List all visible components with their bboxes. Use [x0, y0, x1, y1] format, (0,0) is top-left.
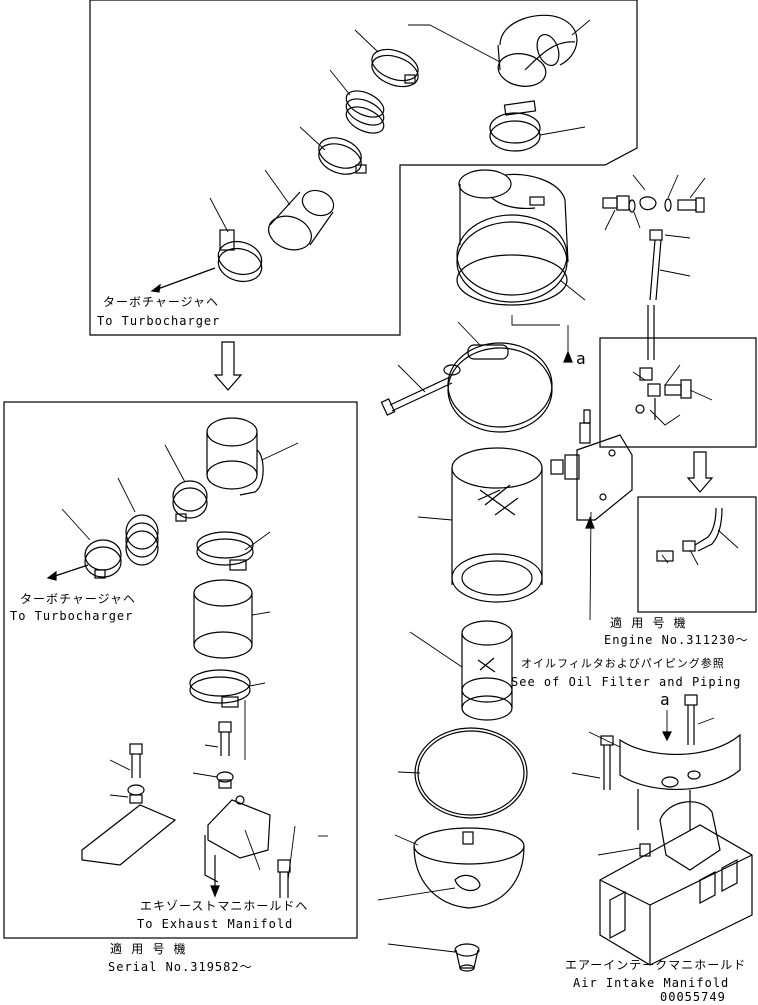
turbo-arrowhead-left [46, 570, 57, 581]
fittings-detail [635, 367, 692, 420]
down-arrow-right [686, 451, 714, 493]
seal-ring-top [345, 90, 385, 134]
to-turbocharger-jp-left: ターボチャージャヘ [20, 592, 137, 606]
intake-manifold [599, 733, 753, 966]
applicable-label-left: 適 用 号 機 [110, 942, 187, 956]
leaders-right [589, 174, 739, 621]
turbo-arrowhead-top [150, 283, 161, 293]
inner-element [461, 620, 513, 721]
to-turbocharger-en-top: To Turbocharger [97, 314, 221, 328]
elbow-hose-left [206, 417, 264, 496]
clamp-top-4 [217, 229, 263, 283]
straight-hose-left-2 [193, 579, 253, 659]
drawing-number: 00055749 [660, 990, 726, 1004]
turbo-pointer-left [51, 564, 89, 578]
air-intake-manifold-en: Air Intake Manifold [573, 976, 730, 990]
dust-valve [454, 943, 480, 972]
leaders-top [209, 19, 591, 233]
applicable-label-right: 適 用 号 機 [610, 616, 687, 630]
engine-number-label: Engine No.311230〜 [604, 633, 749, 647]
leaders-manifold [571, 710, 715, 856]
clamp-left-4 [189, 669, 251, 708]
manifold-bolts [600, 694, 698, 790]
oil-filter-arrowhead [585, 516, 595, 529]
arrow-down-a [662, 731, 672, 742]
clamp-left-2 [84, 539, 122, 579]
bracket-left [81, 795, 271, 883]
detail-frame-upper [599, 337, 757, 448]
clamp-top-1 [371, 48, 419, 88]
air-intake-manifold-jp: エアーインテークマニホールド [565, 958, 747, 972]
see-oil-filter-en: See of Oil Filter and Piping [511, 675, 742, 689]
to-exhaust-manifold-jp: エキゾーストマニホールドヘ [140, 899, 309, 913]
detail-a-label-top: a [576, 349, 587, 368]
detail-lower-parts [656, 507, 723, 562]
arrow-to-a [563, 350, 573, 363]
to-turbocharger-jp-top: ターボチャージャヘ [103, 295, 220, 309]
cover-cap [413, 827, 525, 909]
to-turbocharger-en-left: To Turbocharger [10, 609, 134, 623]
straight-hose-left-1 [125, 514, 159, 566]
serial-number-label: Serial No.319582〜 [108, 960, 253, 974]
leaders-center [377, 279, 586, 953]
indicator-bracket [550, 409, 633, 521]
to-exhaust-manifold-en: To Exhaust Manifold [137, 917, 294, 931]
turbo-pointer-top [154, 267, 216, 291]
air-cleaner-body [456, 169, 569, 306]
leaders-left [61, 442, 328, 881]
clamp-left-3 [196, 531, 254, 571]
elbow-hose-top [497, 14, 578, 87]
band-clamp [443, 342, 553, 433]
top-group-frame [89, 0, 638, 336]
left-group-frame [3, 401, 358, 939]
straight-hose-top [268, 189, 335, 251]
o-ring [414, 727, 528, 819]
clamp-top-3 [318, 137, 367, 175]
see-oil-filter-jp: オイルフィルタおよびパイピング参照 [521, 657, 725, 670]
exhaust-arrowhead [210, 885, 220, 898]
clamp-top-2 [489, 100, 541, 152]
clamp-bolt [380, 376, 453, 416]
clamp-left-1 [172, 480, 208, 522]
detail-a-label-bottom: a [660, 690, 671, 709]
outer-element [451, 447, 543, 603]
fittings-right [602, 195, 705, 360]
down-arrow-left [213, 341, 243, 391]
detail-frame-lower [637, 496, 757, 613]
